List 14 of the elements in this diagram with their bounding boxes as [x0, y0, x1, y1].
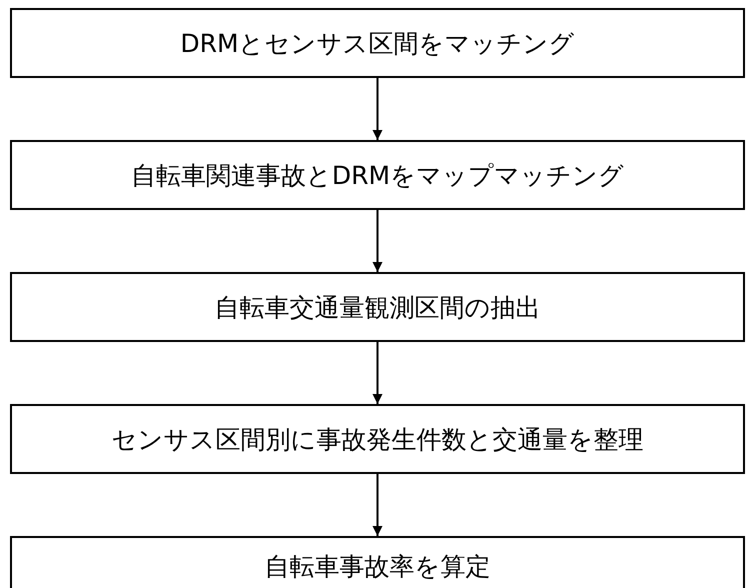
arrow — [372, 342, 382, 404]
step-text: センサス区間別に事故発生件数と交通量を整理 — [112, 424, 644, 456]
arrow — [372, 210, 382, 272]
step-text: 自転車交通量観測区間の抽出 — [214, 292, 540, 324]
process-box — [10, 8, 745, 78]
process-box — [10, 536, 745, 588]
step-text: 自転車関連事故とDRMをマップマッチング — [130, 160, 624, 192]
step-text: 自転車事故率を算定 — [264, 550, 490, 582]
process-box — [10, 404, 745, 474]
process-box — [10, 272, 745, 342]
arrow — [372, 78, 382, 140]
process-box — [10, 140, 745, 210]
step-text: DRMとセンサス区間をマッチング — [180, 28, 575, 60]
arrow — [372, 474, 382, 536]
